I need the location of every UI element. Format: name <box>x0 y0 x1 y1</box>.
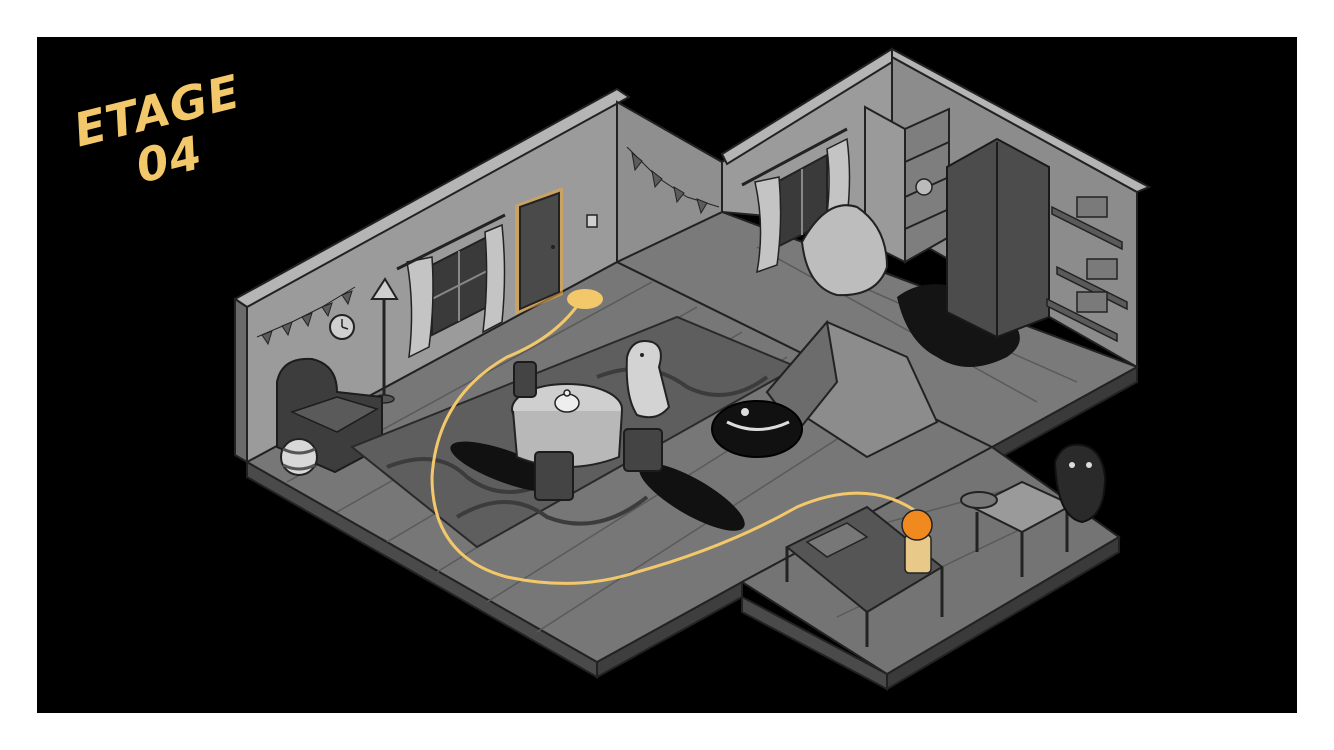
door-glow-marker <box>567 289 603 309</box>
owl-plush <box>1053 443 1107 524</box>
black-blob-monster <box>711 400 803 458</box>
path-trail <box>430 298 918 585</box>
small-table <box>969 480 1075 577</box>
ball <box>280 438 318 476</box>
wardrobe <box>946 137 1050 339</box>
teddy-bear <box>915 178 933 196</box>
game-viewport: ETAGE 04 <box>37 37 1297 713</box>
chair <box>513 361 663 501</box>
shadow <box>639 463 745 531</box>
blanket-tent <box>765 319 939 459</box>
wall-shelves <box>1046 196 1128 343</box>
bean-bag <box>800 204 889 297</box>
teapot <box>554 389 580 413</box>
wall-left-edge <box>234 297 248 464</box>
isometric-room-scene <box>233 47 1152 691</box>
player-child[interactable] <box>901 509 933 574</box>
stool <box>960 491 998 509</box>
bunting <box>256 146 720 346</box>
dinosaur-plush <box>625 340 671 419</box>
wall-right-top <box>891 47 1152 194</box>
bed <box>785 505 944 647</box>
door-exit[interactable] <box>515 187 563 315</box>
wall-clock <box>329 314 355 340</box>
light-switch <box>586 214 598 228</box>
curtained-window <box>396 213 506 359</box>
